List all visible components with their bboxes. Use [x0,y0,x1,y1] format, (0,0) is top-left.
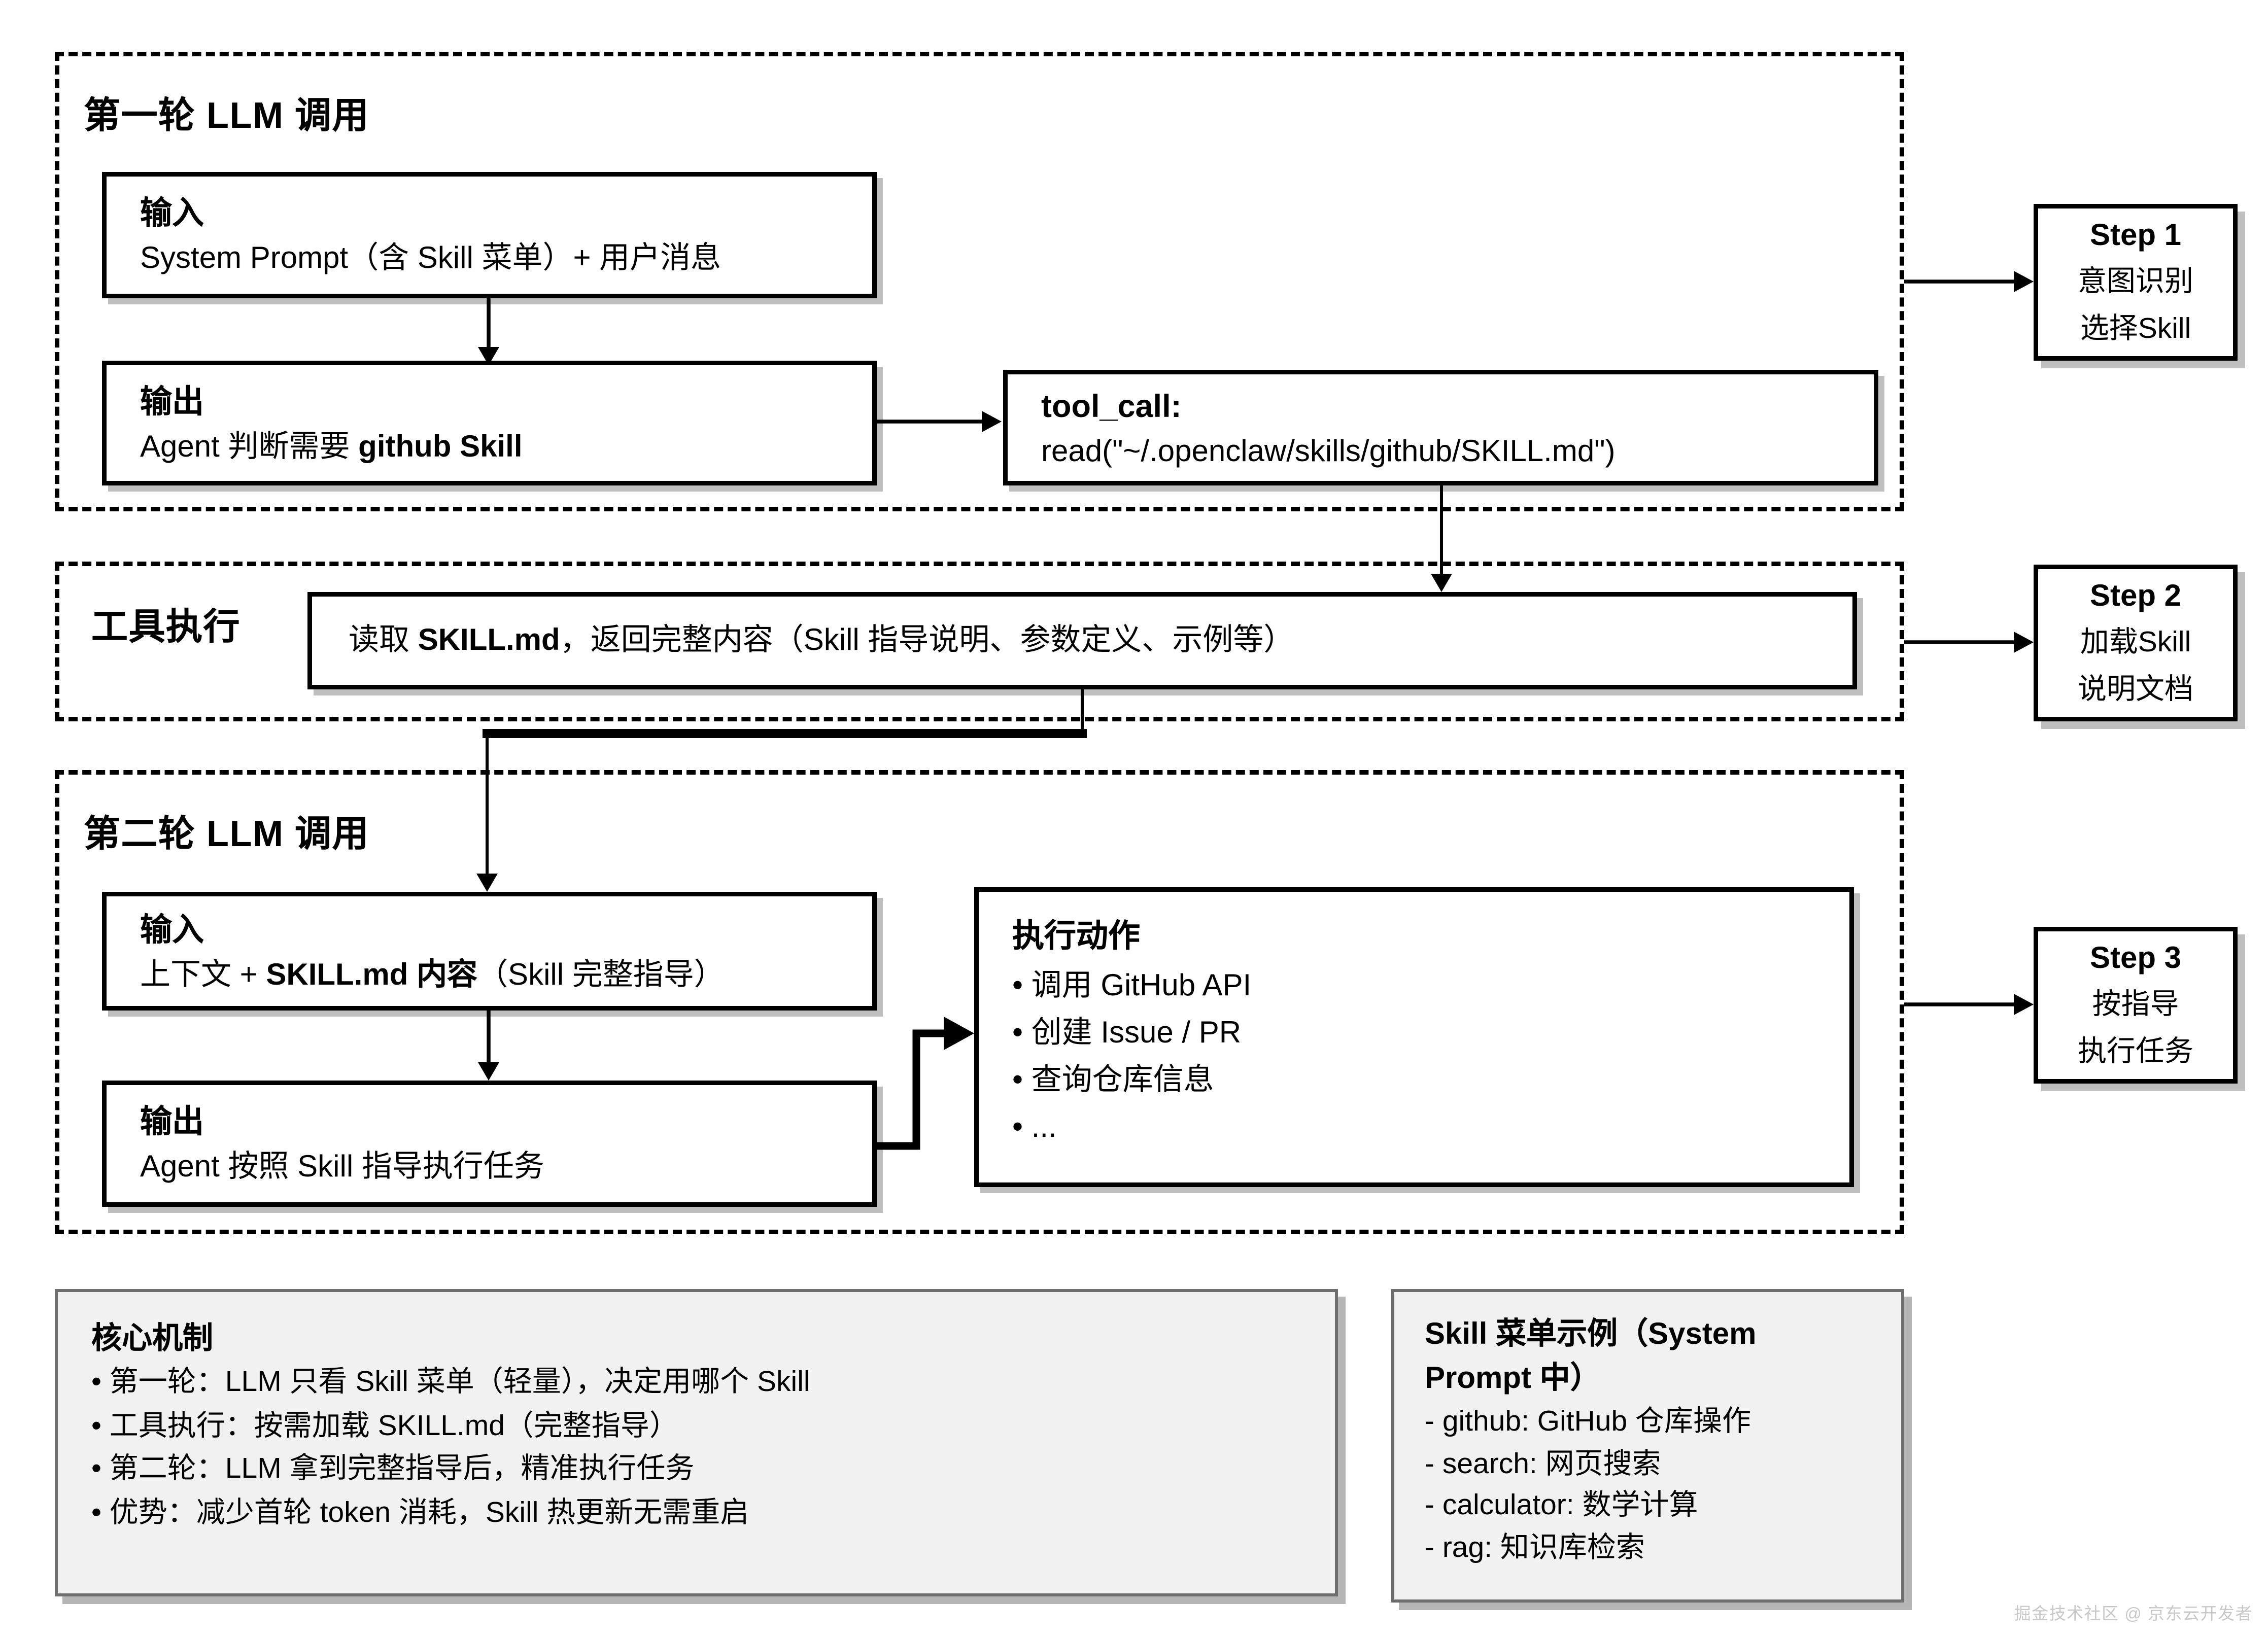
tool-call-label: tool_call: [1041,390,1182,425]
section-toolexec-container [55,562,1904,721]
toolexec-text-prefix: 读取 [349,623,418,657]
section-toolexec-title: 工具执行 [91,607,240,648]
actions-item: • 创建 Issue / PR [1012,1016,1242,1050]
skill-menu-item: - search: 网页搜索 [1425,1448,1661,1480]
mechanism-bullet: • 第二轮：LLM 拿到完整指导后，精准执行任务 [91,1453,695,1485]
skill-menu-title: Skill 菜单示例（System Prompt 中） [1425,1318,1757,1396]
arrowhead-right-icon [2014,632,2034,653]
toolexec-result-text: 读取 SKILL.md，返回完整内容（Skill 指导说明、参数定义、示例等） [349,619,1294,662]
skill-menu-item: - calculator: 数学计算 [1425,1490,1698,1522]
round1-input-label: 输入 [140,196,204,231]
mechanism-title: 核心机制 [91,1322,213,1356]
step3-line2: 执行任务 [2077,1035,2193,1068]
section-round2-container [55,770,1904,1234]
round2-output-box: 输出 Agent 按照 Skill 指导执行任务 [102,1081,877,1207]
round1-output-body-bold: github Skill [358,430,523,464]
step3-line1: 按指导 [2092,989,2179,1022]
round2-output-label: 输出 [140,1105,204,1140]
skill-menu-item: - github: GitHub 仓库操作 [1425,1406,1751,1438]
mechanism-bullet: • 优势：减少首轮 token 消耗，Skill 热更新无需重启 [91,1496,749,1529]
step2-title: Step 2 [2089,580,2182,614]
actions-item: • ... [1012,1110,1057,1144]
step1-line1: 意图识别 [2077,266,2193,299]
step2-box: Step 2 加载Skill 说明文档 [2034,565,2238,721]
section-round2-title: 第二轮 LLM 调用 [84,814,369,855]
round1-output-body: Agent 判断需要 github Skill [140,426,839,469]
tool-call-body: read("~/.openclaw/skills/github/SKILL.md… [1041,435,1616,469]
round1-input-box: 输入 System Prompt（含 Skill 菜单）+ 用户消息 [102,172,877,298]
step2-line2: 说明文档 [2077,673,2193,706]
round1-input-body: System Prompt（含 Skill 菜单）+ 用户消息 [140,241,721,275]
round2-output-body: Agent 按照 Skill 指导执行任务 [140,1150,544,1184]
step1-line2: 选择Skill [2080,312,2191,345]
actions-box: 执行动作 • 调用 GitHub API • 创建 Issue / PR • 查… [974,887,1854,1187]
skill-menu-panel: Skill 菜单示例（System Prompt 中） - github: Gi… [1391,1289,1904,1603]
tool-call-box: tool_call: read("~/.openclaw/skills/gith… [1003,370,1878,485]
round2-input-body-bold: SKILL.md 内容 [266,958,478,992]
mechanism-bullets: • 第一轮：LLM 只看 Skill 菜单（轻量），决定用哪个 Skill • … [91,1362,1301,1536]
step1-title: Step 1 [2089,219,2182,253]
skill-menu-item: - rag: 知识库检索 [1425,1531,1645,1564]
watermark-text: 掘金技术社区 @ 京东云开发者 [2014,1606,2253,1624]
actions-label: 执行动作 [1012,919,1140,954]
round1-output-label: 输出 [140,385,204,420]
step1-box: Step 1 意图识别 选择Skill [2034,204,2238,361]
step2-line1: 加载Skill [2080,627,2191,659]
arrowhead-right-icon [2014,271,2034,292]
round2-input-body-suffix: （Skill 完整指导） [477,958,725,992]
section-round1-container [55,52,1904,511]
mechanism-bullet: • 工具执行：按需加载 SKILL.md（完整指导） [91,1410,678,1442]
section-round1-title: 第一轮 LLM 调用 [84,96,369,137]
round2-input-body-prefix: 上下文 + [140,958,266,992]
round2-input-label: 输入 [140,913,204,948]
toolexec-result-box: 读取 SKILL.md，返回完整内容（Skill 指导说明、参数定义、示例等） [307,592,1857,689]
step3-box: Step 3 按指导 执行任务 [2034,927,2238,1084]
round1-output-body-prefix: Agent 判断需要 [140,430,359,464]
round1-output-box: 输出 Agent 判断需要 github Skill [102,361,877,485]
mechanism-panel: 核心机制 • 第一轮：LLM 只看 Skill 菜单（轻量），决定用哪个 Ski… [55,1289,1338,1596]
round2-input-body: 上下文 + SKILL.md 内容（Skill 完整指导） [140,954,839,997]
arrowhead-right-icon [2014,994,2034,1015]
toolexec-text-bold: SKILL.md [418,623,560,657]
round2-input-box: 输入 上下文 + SKILL.md 内容（Skill 完整指导） [102,892,877,1011]
mechanism-bullet: • 第一轮：LLM 只看 Skill 菜单（轻量），决定用哪个 Skill [91,1367,810,1399]
step3-title: Step 3 [2089,942,2182,976]
actions-item: • 查询仓库信息 [1012,1063,1214,1097]
toolexec-text-suffix: ，返回完整内容（Skill 指导说明、参数定义、示例等） [560,623,1294,657]
actions-item: • 调用 GitHub API [1012,968,1252,1002]
